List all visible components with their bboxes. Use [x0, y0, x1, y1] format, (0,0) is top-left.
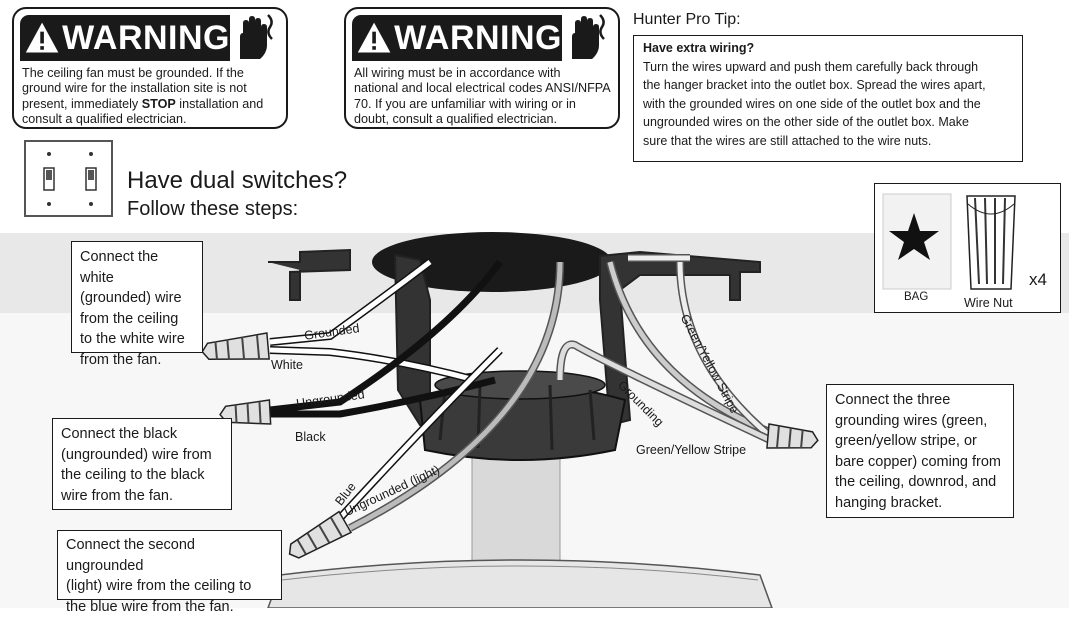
electric-hazard-hand-icon — [562, 13, 612, 63]
label-gy-stripe: Green/Yellow Stripe — [636, 443, 747, 457]
wire-nut-black — [219, 399, 272, 425]
warning-header: WARNING — [20, 15, 230, 61]
star-icon — [889, 213, 939, 260]
stop-emphasis: STOP — [141, 96, 176, 111]
warning-text: All wiring must be in accordance with na… — [354, 66, 611, 127]
warning-header: WARNING — [352, 15, 562, 61]
pro-tip-body: Turn the wires upward and push them care… — [643, 60, 986, 148]
outlet-box — [372, 232, 612, 292]
wire-black-ceiling — [269, 259, 503, 414]
dual-switches-heading: Have dual switches? — [127, 167, 348, 194]
wire-nut-icon — [966, 195, 1016, 290]
label-black: Black — [295, 430, 326, 444]
pro-tip-box: Have extra wiring? Turn the wires upward… — [633, 35, 1023, 162]
dual-switch-plate-icon — [24, 140, 113, 217]
dual-switches-subheading: Follow these steps: — [127, 198, 299, 220]
wire-nut-ground — [766, 423, 819, 449]
fan-canopy — [267, 559, 773, 608]
electric-hazard-hand-icon — [230, 13, 280, 63]
warning-text-line-stop: present, immediately STOP installation a… — [22, 96, 264, 111]
parts-box — [874, 183, 1061, 313]
wire-nut-blue — [288, 510, 353, 559]
wire-nut-label: Wire Nut — [964, 296, 1013, 310]
warning-text: The ceiling fan must be grounded. If the… — [22, 66, 264, 127]
bag-label: BAG — [904, 291, 929, 303]
warning-triangle-icon — [25, 22, 59, 53]
callout-light-wire: Connect the second ungrounded(light) wir… — [57, 530, 282, 615]
warning-title: WARNING — [394, 18, 562, 57]
pro-tip-title: Hunter Pro Tip: — [633, 11, 741, 28]
warning-title: WARNING — [62, 18, 230, 57]
quantity-label: x4 — [1029, 270, 1047, 289]
warning-triangle-icon — [357, 22, 391, 53]
wire-black-fan — [270, 376, 496, 418]
pro-tip-subtitle: Have extra wiring? — [643, 41, 755, 55]
wire-nut-white — [201, 332, 270, 360]
warning-box-grounding: WARNING The ceiling fan must be grounded… — [12, 7, 288, 129]
label-white: White — [271, 358, 303, 372]
warning-box-codes: WARNING All wiring must be in accordance… — [344, 7, 620, 129]
